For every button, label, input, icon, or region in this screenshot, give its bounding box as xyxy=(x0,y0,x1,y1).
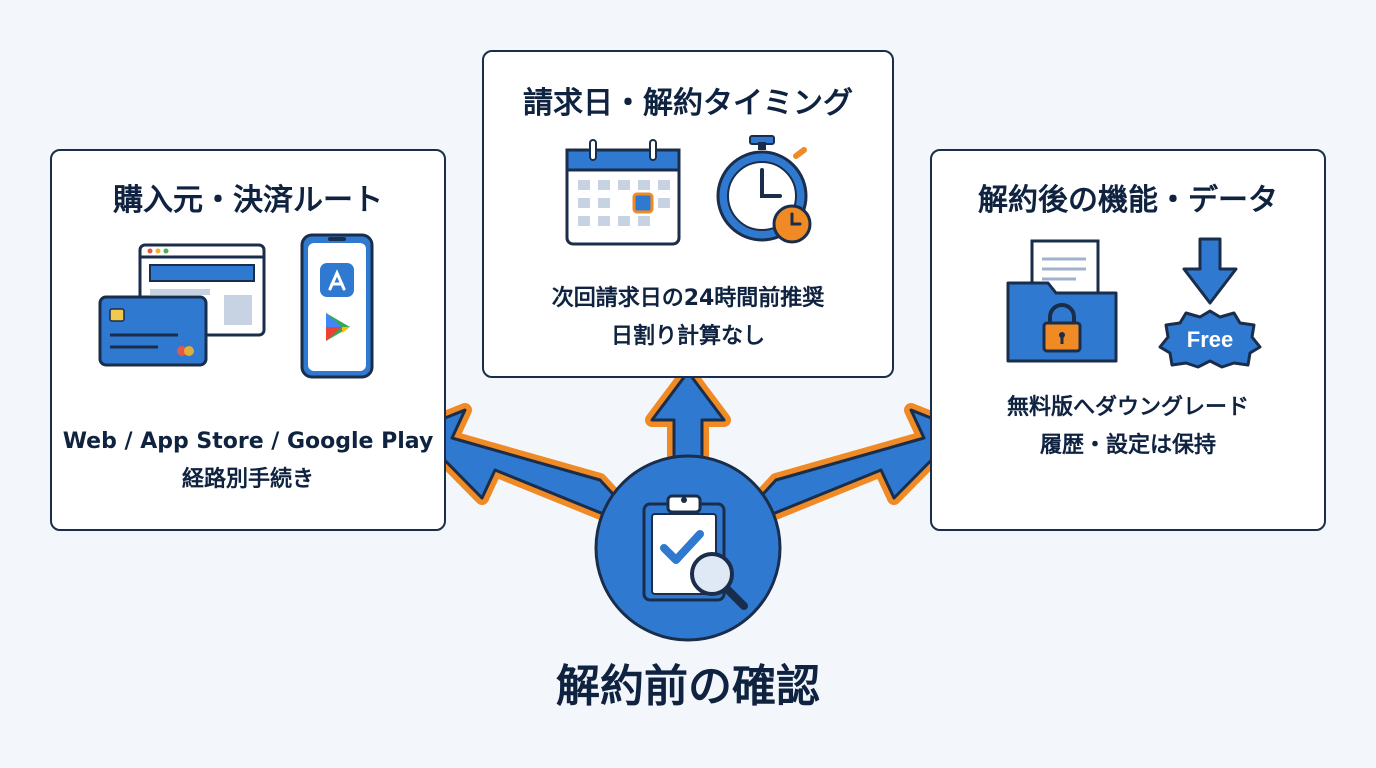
stopwatch-icon xyxy=(716,135,812,244)
card-purchase-route: 購入元・決済ルート Web / App Store / Google Play xyxy=(50,149,446,531)
credit-card-icon xyxy=(98,295,208,367)
free-badge-icon: Free xyxy=(1158,309,1262,369)
card-line: 日割り計算なし xyxy=(610,324,765,349)
card-description: 無料版へダウングレード 履歴・設定は保持 xyxy=(932,389,1324,465)
card-description: Web / App Store / Google Play 経路別手続き xyxy=(52,423,444,499)
card-title: 購入元・決済ルート xyxy=(113,183,383,218)
card-title: 解約後の機能・データ xyxy=(978,183,1278,218)
google-play-icon xyxy=(326,313,350,341)
card-title: 請求日・解約タイミング xyxy=(523,86,853,121)
free-badge-label: Free xyxy=(1187,327,1233,352)
center-hub xyxy=(594,454,782,642)
calendar-icon xyxy=(565,139,681,246)
download-arrow-icon xyxy=(1182,237,1238,305)
card-post-cancel-data: 解約後の機能・データ Free 無料版へダウングレード 履歴・設定は保持 xyxy=(930,149,1326,531)
card-line: 次回請求日の24時間前推奨 xyxy=(551,286,825,311)
card-line: 無料版へダウングレード xyxy=(1006,395,1249,420)
card-line: 経路別手続き xyxy=(181,467,314,492)
locked-folder-icon xyxy=(1006,239,1118,363)
card-billing-timing: 請求日・解約タイミング 次回請求日の24時間前推奨 日割り計算なし xyxy=(482,50,894,378)
app-store-icon xyxy=(320,263,354,297)
card-line: 履歴・設定は保持 xyxy=(1039,433,1216,458)
magnifier-icon xyxy=(690,552,748,610)
main-title: 解約前の確認 xyxy=(556,661,820,712)
card-description: 次回請求日の24時間前推奨 日割り計算なし xyxy=(484,280,892,356)
smartphone-icon xyxy=(300,233,374,379)
card-line: Web / App Store / Google Play xyxy=(62,429,434,454)
